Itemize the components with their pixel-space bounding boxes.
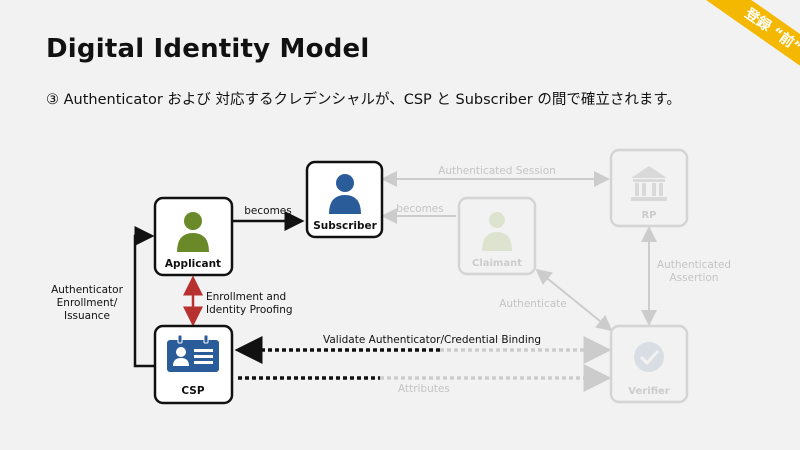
rp-label: RP xyxy=(641,210,656,221)
claimant-person-icon xyxy=(482,212,512,251)
faded-edges xyxy=(380,171,657,392)
page-title: Digital Identity Model xyxy=(46,34,370,64)
enrollment-label-line1: Enrollment and xyxy=(206,291,286,303)
attributes-label: Attributes xyxy=(398,383,450,395)
rp-box xyxy=(609,148,689,228)
verifier-label: Verifier xyxy=(628,386,670,397)
assertion-label-line2: Assertion xyxy=(669,272,718,284)
authenticator-issuance-arrow xyxy=(133,226,155,368)
id-badge-icon xyxy=(167,334,219,372)
subscriber-person-icon xyxy=(329,174,361,214)
authenticate-label: Authenticate xyxy=(499,298,567,310)
enrollment-label-line2: Identity Proofing xyxy=(206,304,293,316)
page-subtitle: ③ Authenticator および 対応するクレデンシャルが、CSP と S… xyxy=(46,92,681,108)
becomes-label: becomes xyxy=(244,205,291,217)
subscriber-label: Subscriber xyxy=(313,220,377,232)
applicant-label: Applicant xyxy=(165,258,221,270)
claimant-node: Claimant xyxy=(457,196,537,276)
checkmark-icon xyxy=(634,342,664,372)
assertion-label-line1: Authenticated xyxy=(657,259,731,271)
applicant-node: Applicant xyxy=(153,196,234,277)
csp-node: CSP xyxy=(153,324,234,405)
authenticator-issuance-label-line2: Enrollment/ xyxy=(57,297,118,309)
becomes-faded-label: becomes xyxy=(396,203,443,215)
csp-label: CSP xyxy=(181,385,204,397)
authenticator-issuance-label-line3: Issuance xyxy=(64,310,110,322)
validate-binding-label: Validate Authenticator/Credential Bindin… xyxy=(323,334,541,346)
rp-node: RP xyxy=(609,148,689,228)
bank-icon xyxy=(631,166,667,201)
authenticate-arrow xyxy=(535,268,613,332)
applicant-person-icon xyxy=(177,212,209,252)
subscriber-node: Subscriber xyxy=(305,160,384,239)
authenticated-session-label: Authenticated Session xyxy=(438,165,556,177)
authenticator-issuance-label-line1: Authenticator xyxy=(51,284,124,296)
verifier-node: Verifier xyxy=(609,324,689,404)
claimant-label: Claimant xyxy=(472,258,522,269)
active-edges xyxy=(133,211,440,380)
